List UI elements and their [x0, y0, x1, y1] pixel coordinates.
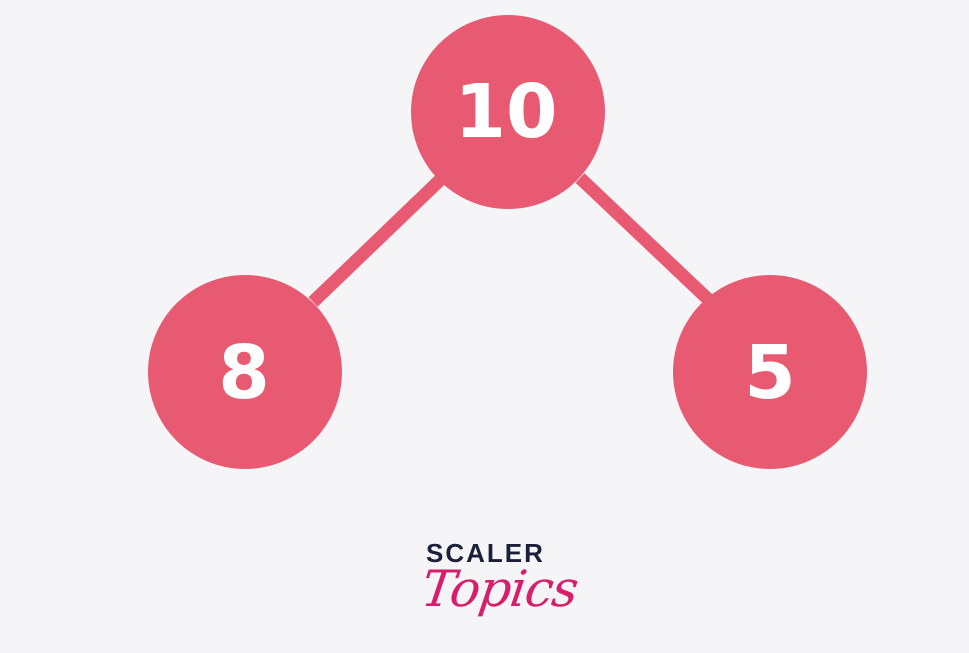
tree-node-left: 8: [148, 275, 342, 469]
edge-root-left: [308, 175, 445, 307]
scaler-topics-logo: SCALER Topics: [386, 538, 586, 648]
node-label-root: 10: [455, 69, 558, 155]
tree-node-root: 10: [411, 15, 605, 209]
logo-topics-text: Topics: [417, 560, 582, 618]
node-label-right: 5: [744, 330, 796, 416]
tree-node-right: 5: [673, 275, 867, 469]
node-label-left: 8: [218, 330, 270, 416]
logo-scaler-text: SCALER: [426, 538, 545, 568]
edge-root-right: [575, 173, 717, 308]
